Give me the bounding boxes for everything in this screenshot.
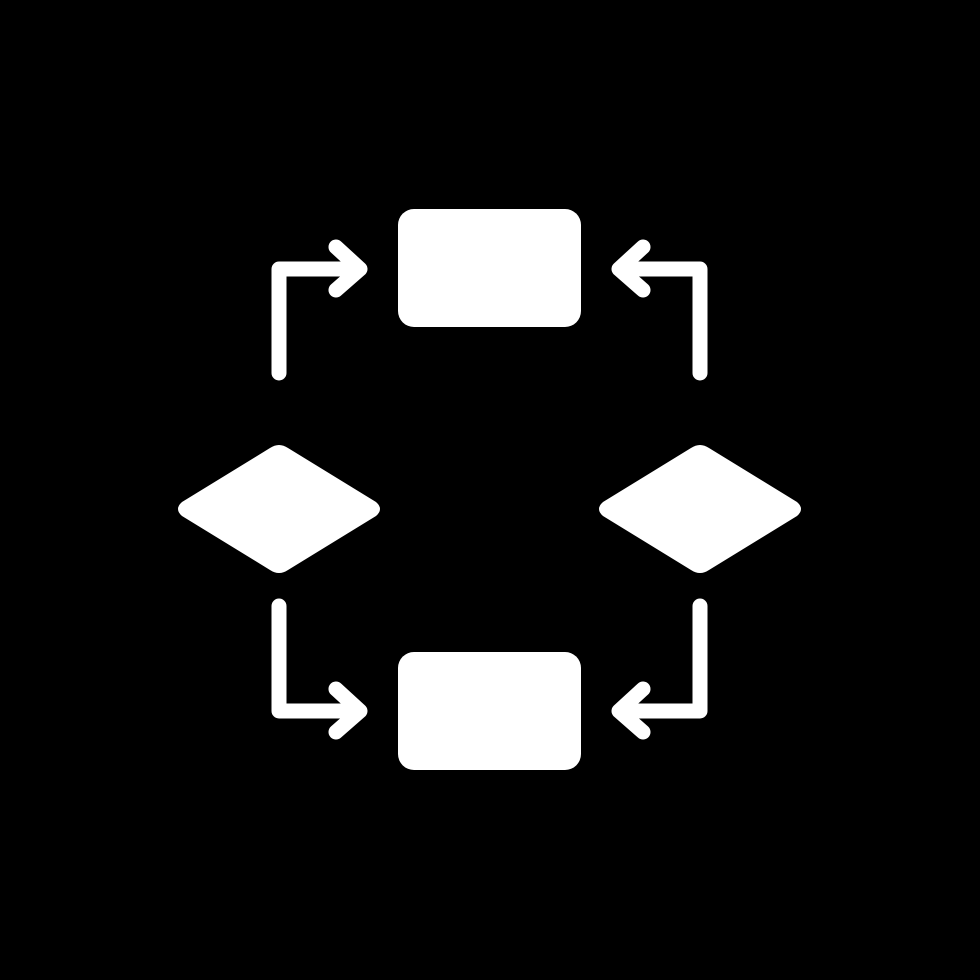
- top-right-arrow-icon: [611, 239, 708, 381]
- right-decision-diamond: [599, 445, 801, 573]
- bottom-process-box: [398, 652, 581, 770]
- bottom-left-arrow-icon: [271, 598, 368, 740]
- bottom-right-arrow-icon: [611, 598, 708, 740]
- top-process-box: [398, 209, 581, 327]
- left-decision-diamond: [178, 445, 380, 573]
- top-left-arrow-icon: [271, 239, 368, 381]
